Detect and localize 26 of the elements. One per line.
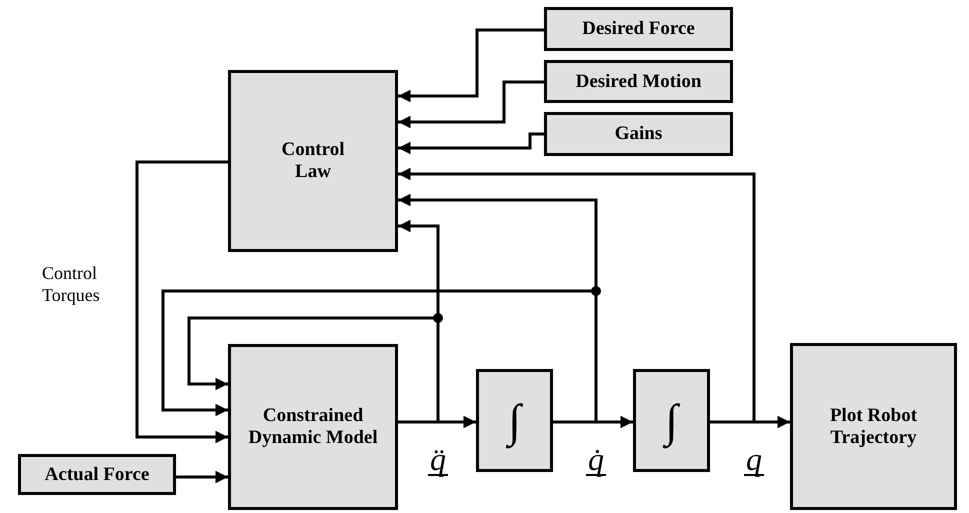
arrow — [176, 470, 228, 484]
process-box — [544, 60, 733, 103]
box-label: Gains — [614, 123, 662, 145]
arrow — [398, 80, 544, 128]
signal-label: q — [744, 444, 764, 476]
box-label: Desired Force — [582, 18, 695, 40]
box-label: Control Law — [280, 139, 346, 183]
box-label: Constrained Dynamic Model — [248, 405, 378, 449]
process-box — [790, 343, 957, 510]
process-box — [228, 344, 398, 510]
process-box — [228, 70, 398, 252]
process-box — [18, 454, 176, 495]
box-label: Plot Robot Trajectory — [828, 404, 918, 448]
arrow — [136, 160, 228, 444]
integrator-block — [633, 369, 710, 472]
arrow — [398, 28, 544, 102]
box-label: Desired Motion — [576, 70, 702, 92]
signal-label: q̇ — [586, 444, 606, 476]
signal-label: q̈ — [428, 444, 448, 476]
integrator-block — [476, 369, 553, 472]
arrow — [398, 132, 544, 154]
process-box — [544, 7, 733, 51]
arrow — [398, 168, 756, 424]
arrow — [162, 290, 598, 424]
process-box — [544, 112, 733, 156]
box-label: Actual Force — [44, 464, 150, 486]
